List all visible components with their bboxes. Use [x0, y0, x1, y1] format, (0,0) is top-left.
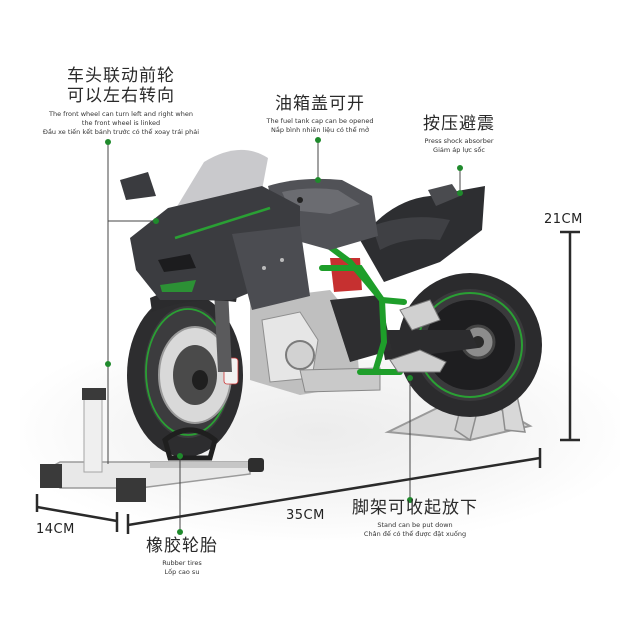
callout-cn: 油箱盖可开 — [275, 94, 365, 114]
callout-en: Stand can be put down — [377, 521, 453, 529]
engine — [250, 258, 392, 395]
callout-cn-line2: 可以左右转向 — [67, 86, 175, 106]
dimension-height-label: 21CM — [544, 212, 583, 227]
callout-en: Press shock absorber — [424, 137, 494, 145]
dimension-width-label: 14CM — [36, 522, 75, 537]
callout-shock-absorber: 按压避震 Press shock absorber Giảm áp lực số… — [404, 114, 514, 155]
callout-en-line2: the front wheel is linked — [81, 119, 161, 127]
front-fairing — [120, 149, 310, 310]
callout-cn: 脚架可收起放下 — [352, 498, 478, 518]
callout-vi: Nắp bình nhiên liệu có thể mở — [271, 126, 369, 134]
callout-front-wheel-steering: 车头联动前轮 可以左右转向 The front wheel can turn l… — [26, 66, 216, 137]
callout-stand: 脚架可收起放下 Stand can be put down Chân đế có… — [340, 498, 490, 539]
callout-vi: Lốp cao su — [164, 568, 200, 576]
callout-vi: Đầu xe tiến kết bánh trước có thể xoay t… — [42, 128, 200, 136]
front-wheel — [127, 293, 243, 461]
callout-vi: Giảm áp lực sốc — [433, 146, 485, 154]
callout-en: The fuel tank cap can be opened — [266, 117, 374, 125]
front-stand — [40, 388, 264, 502]
dimension-length-label: 35CM — [286, 508, 325, 523]
callout-cn: 橡胶轮胎 — [146, 536, 218, 556]
callout-cn-line1: 车头联动前轮 — [67, 66, 175, 86]
callout-en: Rubber tires — [162, 559, 202, 567]
callout-rubber-tires: 橡胶轮胎 Rubber tires Lốp cao su — [134, 536, 230, 577]
callout-vi: Chân đế có thể được đặt xuống — [363, 530, 467, 538]
dimension-lines — [35, 230, 580, 534]
tail-seat — [360, 184, 485, 282]
callout-cn: 按压避震 — [423, 114, 495, 134]
callout-dots — [105, 137, 463, 535]
callout-fuel-tank-cap: 油箱盖可开 The fuel tank cap can be opened Nắ… — [252, 94, 388, 135]
callout-en-line1: The front wheel can turn left and right … — [49, 110, 193, 118]
green-frame — [315, 235, 407, 375]
